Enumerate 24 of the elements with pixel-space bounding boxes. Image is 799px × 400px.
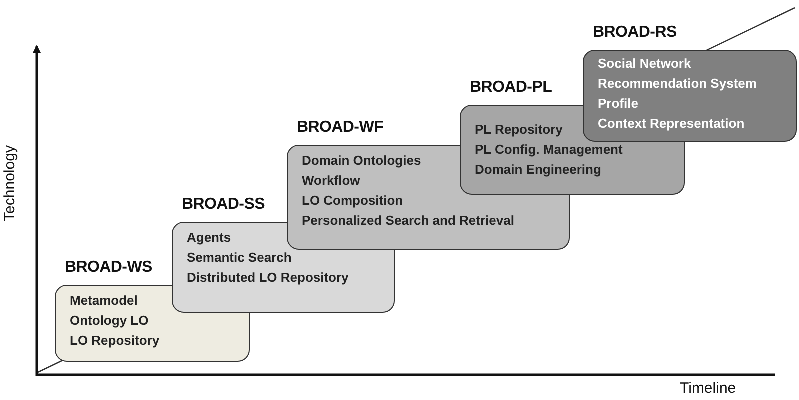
stage-title: BROAD-WS [65,259,152,277]
stage-title: BROAD-RS [593,24,677,42]
axis-label: Technology [1,146,18,222]
stage-item: PL Repository [475,121,563,139]
stage-item: Metamodel [70,292,138,310]
stage-title: BROAD-PL [470,79,552,97]
stage-item: LO Repository [70,332,160,350]
stage-item: PL Config. Management [475,141,623,159]
stage-item: Profile [598,95,638,113]
axis-label: Timeline [680,380,736,397]
stage-item: Workflow [302,172,360,190]
stage-title: BROAD-WF [297,119,384,137]
stage-item: Agents [187,229,232,247]
stage-title: BROAD-SS [182,196,265,214]
stage-item: Recommendation System [598,75,757,93]
stage-item: Context Representation [598,115,745,133]
stage-item: Social Network [598,55,692,73]
stage-item: Domain Ontologies [302,152,422,170]
stage-item: Personalized Search and Retrieval [302,212,514,230]
stage-item: Distributed LO Repository [187,269,349,287]
stage-item: Semantic Search [187,249,292,267]
stage-item: LO Composition [302,192,404,210]
stage-item: Ontology LO [70,312,149,330]
stage-item: Domain Engineering [475,161,602,179]
